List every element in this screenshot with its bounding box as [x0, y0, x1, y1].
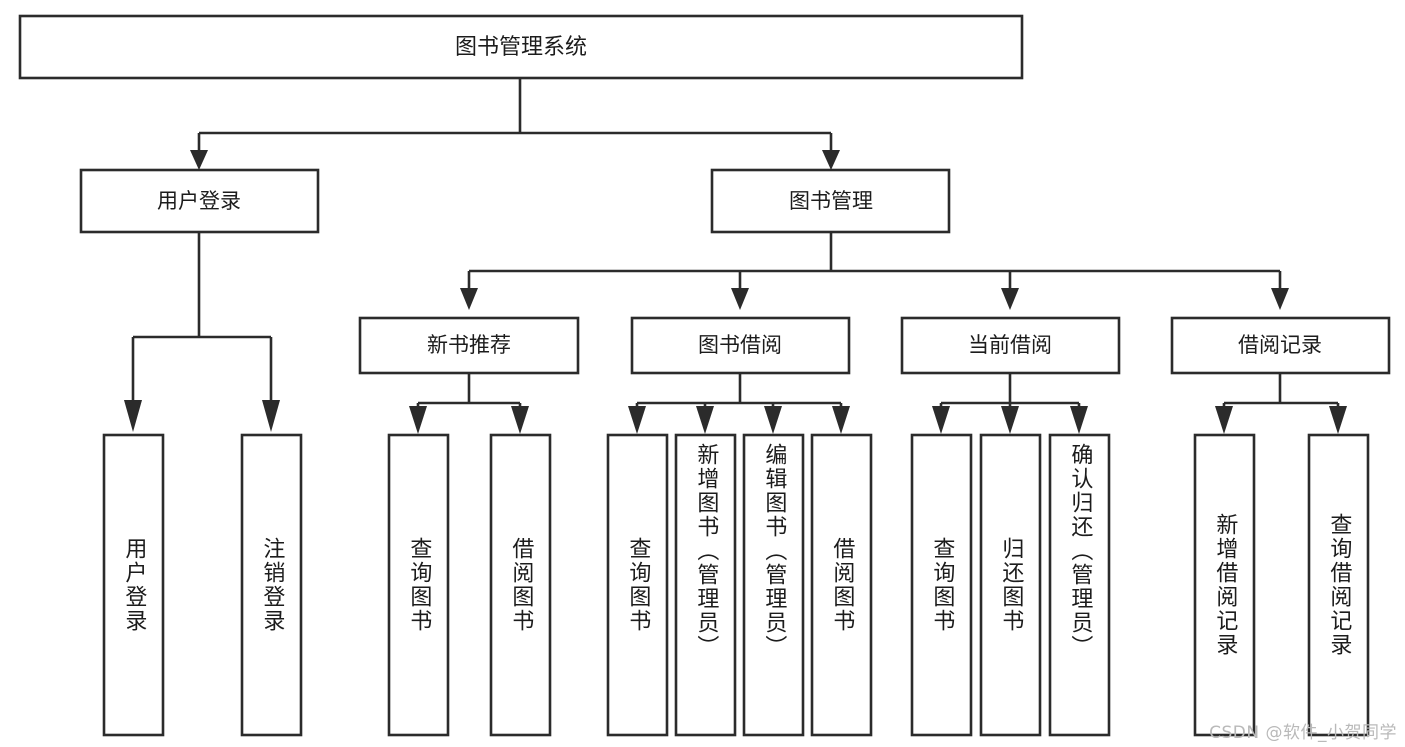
connector-currentborrow-to-leaves [932, 373, 1088, 434]
arrowhead-leaf-query-book-2 [628, 406, 646, 434]
connector-newbook-to-leaves [409, 373, 529, 434]
node-book-borrow-box[interactable] [630, 316, 851, 375]
arrowhead-book-manage [822, 150, 840, 170]
node-current-borrow-label: 当前借阅 [968, 333, 1052, 357]
node-book-manage-box[interactable] [710, 168, 951, 234]
arrowhead-leaf-borrow-book-2 [832, 406, 850, 434]
node-book-manage-label: 图书管理 [789, 189, 873, 213]
node-leaf-user-login-box[interactable] [102, 433, 165, 737]
connector-bookmanage-to-level3 [460, 232, 1289, 310]
arrowhead-leaf-query-record [1329, 406, 1347, 434]
node-new-book-rec-box[interactable] [358, 316, 580, 375]
node-new-book-rec-label: 新书推荐 [427, 333, 511, 357]
node-user-login-label: 用户登录 [157, 189, 241, 213]
node-leaf-add-record-box[interactable] [1193, 433, 1256, 737]
arrowhead-borrowrecord [1271, 288, 1289, 310]
node-root-box[interactable] [18, 14, 1024, 80]
node-leaf-return-book-box[interactable] [979, 433, 1042, 737]
arrowhead-bookborrow [731, 288, 749, 310]
node-leaf-query-book-2-box[interactable] [606, 433, 669, 737]
node-borrow-record-box[interactable] [1170, 316, 1391, 375]
arrowhead-leaf-return-book [1001, 406, 1019, 434]
arrowhead-leaf-add-book [696, 406, 714, 434]
node-current-borrow[interactable]: 当前借阅 [900, 316, 1121, 375]
arrowhead-leaf-edit-book [764, 406, 782, 434]
node-user-login[interactable]: 用户登录 [79, 168, 320, 234]
node-book-borrow-label: 图书借阅 [698, 333, 782, 357]
node-root[interactable]: 图书管理系统 [18, 14, 1024, 80]
node-root-label: 图书管理系统 [455, 35, 587, 60]
connector-userlogin-to-leaves [124, 232, 280, 432]
node-leaf-edit-book-box[interactable] [742, 433, 805, 737]
node-leaf-borrow-book-1-box[interactable] [489, 433, 552, 737]
arrowhead-user-login [190, 150, 208, 170]
arrowhead-leaf-add-record [1215, 406, 1233, 434]
node-leaf-user-logout-box[interactable] [240, 433, 303, 737]
connector-root-to-level2 [190, 78, 840, 170]
node-leaf-add-book-box[interactable] [674, 433, 737, 737]
connector-borrowrecord-to-leaves [1215, 373, 1347, 434]
node-user-login-box[interactable] [79, 168, 320, 234]
node-borrow-record[interactable]: 借阅记录 [1170, 316, 1391, 375]
node-leaf-borrow-book-2-box[interactable] [810, 433, 873, 737]
node-current-borrow-box[interactable] [900, 316, 1121, 375]
node-leaf-query-book-3-box[interactable] [910, 433, 973, 737]
connector-bookborrow-to-leaves [628, 373, 850, 434]
arrowhead-leaf-query-book-3 [932, 406, 950, 434]
node-leaf-confirm-return-box[interactable] [1048, 433, 1111, 737]
arrowhead-leaf-query-book-1 [409, 406, 427, 434]
arrowhead-newbook [460, 288, 478, 310]
node-leaf-query-book-1-box[interactable] [387, 433, 450, 737]
arrowhead-leaf-confirm-return [1070, 406, 1088, 434]
arrowhead-leaf-user-logout [262, 400, 280, 432]
node-borrow-record-label: 借阅记录 [1238, 333, 1322, 357]
node-leaf-query-record-box[interactable] [1307, 433, 1370, 737]
arrowhead-leaf-user-login [124, 400, 142, 432]
node-new-book-rec[interactable]: 新书推荐 [358, 316, 580, 375]
node-book-manage[interactable]: 图书管理 [710, 168, 951, 234]
csdn-watermark: CSDN @软件_小贺同学 [1209, 723, 1397, 743]
node-book-borrow[interactable]: 图书借阅 [630, 316, 851, 375]
arrowhead-leaf-borrow-book-1 [511, 406, 529, 434]
arrowhead-currentborrow [1001, 288, 1019, 310]
